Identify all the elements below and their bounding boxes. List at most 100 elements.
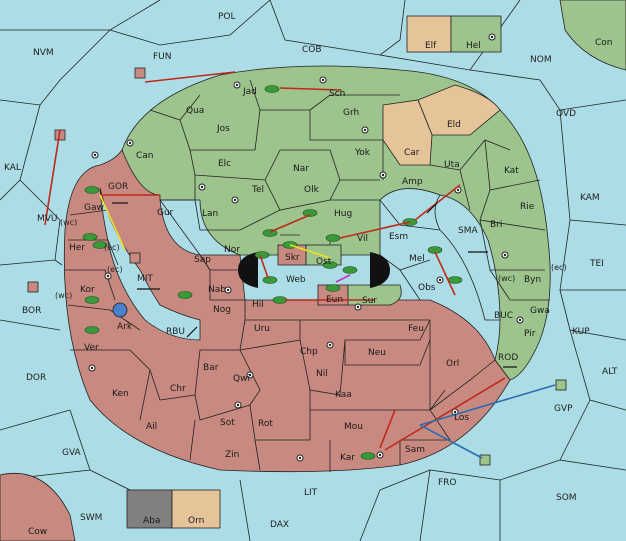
bidirectional-markers — [112, 202, 517, 368]
coast-label: (wc) — [55, 291, 72, 300]
orders — [44, 71, 556, 459]
province-label-elf: Elf — [425, 41, 437, 51]
fleet-icon — [27, 281, 39, 293]
province-label-eld: Eld — [447, 120, 461, 130]
province-label-ver: Ver — [84, 343, 99, 353]
province-cow[interactable] — [0, 473, 76, 541]
green-province-labels: Jad Sch Qua Jos Grh Can Yok Elc Nar Uta … — [136, 87, 550, 339]
province-label-hil: Hil — [252, 300, 264, 310]
province-label-sch: Sch — [329, 89, 345, 99]
tank-icon — [84, 186, 100, 194]
sea-label-pol: POL — [218, 12, 236, 22]
sea-label-alt: ALT — [602, 367, 618, 377]
fleet-icon — [479, 454, 491, 466]
coast-label: (wc) — [60, 218, 77, 227]
province-label-bri: Bri — [490, 220, 502, 230]
tank-icon — [92, 241, 108, 249]
province-label-gwa: Gwa — [530, 306, 550, 316]
inner-sea-sma — [434, 194, 501, 321]
red-province-labels: Gaw Her Sap Kor Web Nab Hil Eun Ark Nog … — [28, 203, 469, 537]
province-label-hel: Hel — [466, 41, 481, 51]
fleet-icon — [112, 302, 128, 318]
province-label-byn: Byn — [524, 275, 541, 285]
province-label-sot: Sot — [220, 418, 235, 428]
sea-label-tei: TEI — [589, 259, 604, 269]
sea-label-gva: GVA — [62, 448, 82, 458]
province-label-nog: Nog — [213, 305, 231, 315]
province-label-mel: Mel — [409, 254, 425, 264]
sea-label-som: SOM — [556, 493, 577, 503]
tank-icon — [302, 209, 318, 217]
coast-labels: (wc) (ec) (wc) (ec) (wc) (ec) — [55, 218, 567, 300]
sea-label-nvm: NVM — [33, 48, 54, 58]
tank-icon — [322, 261, 338, 269]
tank-icon — [264, 85, 280, 93]
province-label-aba: Aba — [143, 516, 160, 526]
sea-label-rbu: RBU — [166, 327, 185, 337]
province-label-amp: Amp — [402, 177, 423, 187]
sea-label-fro: FRO — [438, 478, 457, 488]
province-label-skr: Skr — [285, 253, 300, 263]
province-label-orn: Orn — [188, 516, 204, 526]
province-label-obs: Obs — [418, 283, 436, 293]
province-hel[interactable] — [450, 15, 502, 53]
province-label-kat: Kat — [504, 166, 519, 176]
province-label-qua: Qua — [186, 106, 204, 116]
province-label-chp: Chp — [300, 347, 318, 357]
tank-icon — [325, 234, 341, 242]
sea-label-kup: KUP — [572, 327, 590, 337]
province-label-nor: Nor — [224, 245, 240, 255]
province-elf[interactable] — [406, 15, 452, 53]
coast-label: (wc) — [498, 274, 515, 283]
province-label-ken: Ken — [112, 389, 129, 399]
province-label-gaw: Gaw — [84, 203, 104, 213]
tank-icon — [447, 276, 463, 284]
tank-icon — [272, 296, 288, 304]
fleet-icon — [129, 252, 141, 264]
province-label-jad: Jad — [242, 87, 257, 97]
province-eld[interactable] — [417, 84, 501, 136]
impassable-west — [238, 252, 258, 288]
sea-label-dax: DAX — [270, 520, 289, 530]
province-label-car: Car — [404, 148, 420, 158]
red-province-borders — [65, 199, 496, 472]
province-aba[interactable] — [126, 489, 173, 529]
sea-label-lit: LIT — [304, 488, 318, 498]
tank-icon — [82, 233, 98, 241]
province-label-cow: Cow — [28, 527, 47, 537]
province-label-kaa: Kaa — [335, 390, 352, 400]
sea-label-cob: COB — [302, 45, 322, 55]
province-label-can: Can — [136, 151, 154, 161]
province-orn[interactable] — [171, 489, 221, 529]
impassable-east — [370, 252, 390, 288]
province-label-yok: Yok — [354, 148, 371, 158]
province-label-nar: Nar — [293, 164, 309, 174]
sea-label-kam: KAM — [580, 193, 600, 203]
province-label-eun: Eun — [326, 295, 343, 305]
province-label-con: Con — [595, 38, 613, 48]
province-label-ark: Ark — [117, 322, 133, 332]
province-label-tel: Tel — [251, 185, 264, 195]
province-label-nil: Nil — [316, 369, 328, 379]
sea-label-gvp: GVP — [554, 404, 573, 414]
province-label-kor: Kor — [80, 285, 95, 295]
province-label-grh: Grh — [343, 108, 359, 118]
neutral-province-labels: Elf Hel Con Eld Car Aba Orn — [143, 38, 613, 526]
sea-label-buc: BUC — [494, 311, 513, 321]
sea-label-bor: BOR — [22, 306, 41, 316]
tank-icon — [84, 326, 100, 334]
province-label-chr: Chr — [170, 384, 186, 394]
tank-icon — [262, 276, 278, 284]
province-label-jos: Jos — [216, 124, 230, 134]
inner-sea-mit — [99, 187, 201, 341]
province-label-zin: Zin — [225, 450, 239, 460]
province-label-sur: Sur — [362, 296, 377, 306]
province-label-ail: Ail — [146, 422, 157, 432]
province-label-elc: Elc — [218, 159, 231, 169]
supply-centers — [88, 33, 524, 462]
coast-label: (ec) — [107, 265, 123, 274]
tank-icon — [84, 296, 100, 304]
province-label-uru: Uru — [254, 324, 270, 334]
sea-labels: POL NVM FUN COB NOM OVD KAL KAM MVU GOR … — [4, 12, 618, 530]
